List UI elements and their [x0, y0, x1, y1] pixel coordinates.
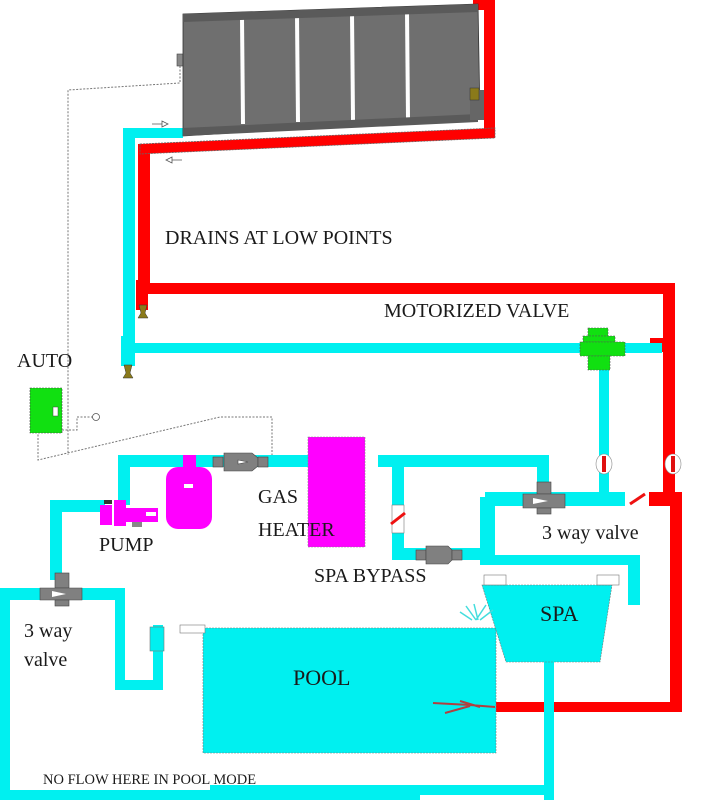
- three-way-valve-right[interactable]: [522, 481, 566, 515]
- hot-header-outline: [139, 127, 496, 155]
- panel-header-bottom: [183, 114, 478, 136]
- drain-plug-cold-icon: [122, 364, 134, 379]
- pool-return-jet-icon: [432, 700, 496, 714]
- valve-wire-controller: [37, 416, 273, 461]
- motorized-valve[interactable]: [579, 327, 626, 371]
- controller-switch-icon: [52, 406, 59, 417]
- sensor-wire-controller: [62, 416, 93, 431]
- label-heater: HEATER: [258, 519, 335, 541]
- panel-header-top: [183, 4, 478, 22]
- label-spa-bypass: SPA BYPASS: [314, 565, 427, 587]
- label-no-flow: NO FLOW HERE IN POOL MODE: [43, 772, 256, 788]
- label-three-way-valve-right: 3 way valve: [542, 522, 639, 544]
- label-pump: PUMP: [99, 534, 153, 556]
- panel-gap-2: [295, 16, 300, 122]
- panel-temperature-sensor: [176, 53, 184, 67]
- vacuum-relief-valve: [469, 87, 480, 101]
- solar-collector-array: [182, 3, 484, 137]
- drain-plug-hot-icon: [137, 304, 149, 319]
- drain-plugs: [122, 304, 149, 379]
- panel-gap-1: [240, 18, 245, 124]
- spa-skimmer-left: [483, 574, 507, 586]
- label-drains: DRAINS AT LOW POINTS: [165, 227, 393, 249]
- label-motorized-valve: MOTORIZED VALVE: [384, 300, 569, 322]
- auto-controller[interactable]: [29, 387, 63, 434]
- gas-heater[interactable]: [307, 436, 366, 548]
- hot-return-pipes: [136, 0, 682, 712]
- label-pool: POOL: [293, 665, 350, 690]
- spa-bypass-valve[interactable]: [415, 545, 463, 565]
- sensor-wire-top: [67, 66, 181, 455]
- spa-overflow-spray-icon: [459, 603, 494, 621]
- label-three-way-valve-left-line1: 3 way: [24, 620, 72, 642]
- pump[interactable]: [100, 500, 158, 527]
- water-temperature-sensor: [92, 413, 100, 421]
- three-way-valve-left[interactable]: [39, 572, 83, 607]
- flow-arrow-out-icon: [165, 156, 182, 164]
- filter-tank[interactable]: [166, 455, 212, 529]
- flow-arrows: [152, 120, 182, 164]
- spa-skimmer-right: [596, 574, 620, 586]
- label-three-way-valve-left-line2: valve: [24, 649, 67, 671]
- spa-bypass-check-valve[interactable]: [390, 504, 406, 534]
- check-valve-heater-inlet[interactable]: [212, 452, 269, 472]
- check-valve-hot-riser[interactable]: [664, 453, 682, 475]
- label-auto: AUTO: [17, 350, 72, 372]
- spa: [459, 574, 620, 663]
- check-valve-cold-riser[interactable]: [595, 453, 613, 475]
- label-spa: SPA: [540, 601, 578, 626]
- flow-arrow-in-icon: [152, 120, 169, 128]
- panel-gap-3: [350, 14, 355, 120]
- check-valve-cross[interactable]: [625, 492, 649, 506]
- control-wires: [37, 66, 273, 461]
- label-gas: GAS: [258, 486, 298, 508]
- panel-gap-4: [405, 12, 410, 118]
- skimmer: [149, 626, 165, 652]
- pool: [149, 624, 497, 754]
- skimmer-lid: [179, 624, 206, 634]
